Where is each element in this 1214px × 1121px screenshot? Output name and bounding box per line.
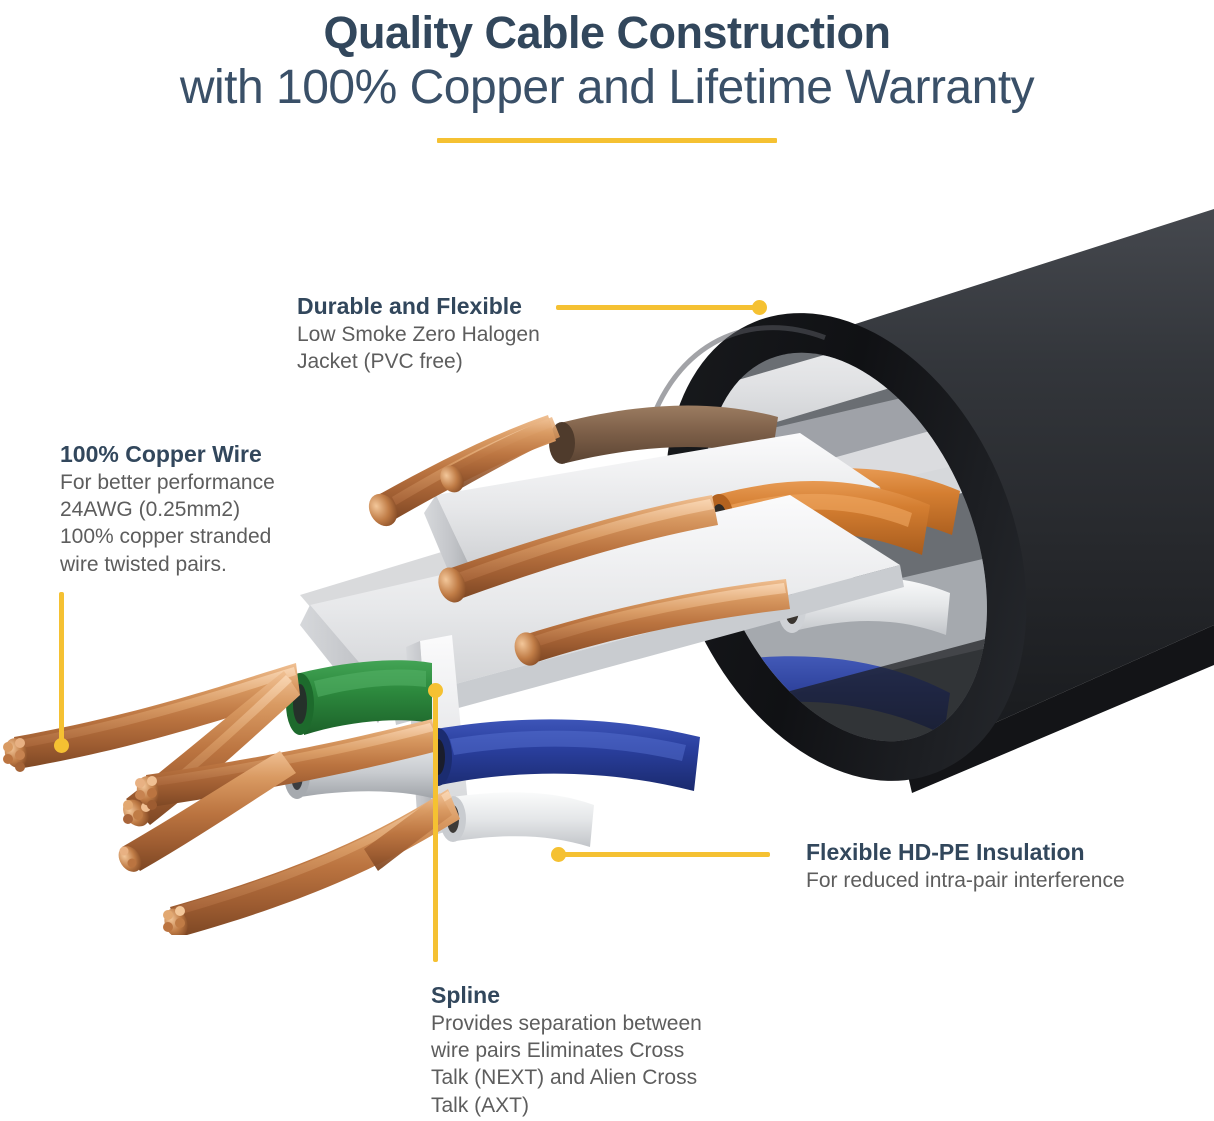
page-title-line1: Quality Cable Construction: [323, 7, 891, 58]
leader-dot-hdpe: [551, 847, 566, 862]
callout-body-line: Talk (NEXT) and Alien Cross: [431, 1066, 698, 1090]
callout-body-line: Provides separation between: [431, 1011, 702, 1035]
copper-bundle-j: [440, 417, 560, 493]
callout-hdpe-insulation: Flexible HD-PE Insulation For reduced in…: [806, 838, 1125, 894]
copper-bundle-d: [3, 663, 300, 772]
callout-heading: Spline: [431, 982, 501, 1008]
callout-body: For better performance 24AWG (0.25mm2) 1…: [60, 469, 275, 578]
callout-body-line: For reduced intra-pair interference: [806, 868, 1125, 892]
copper-strand-ends-d: [3, 738, 28, 772]
leader-dot-spline: [428, 683, 443, 698]
copper-strand-ends-g: [163, 906, 188, 935]
callout-body-line: 100% copper stranded: [60, 525, 272, 549]
leader-dot-copper: [54, 738, 69, 753]
callout-body: For reduced intra-pair interference: [806, 867, 1125, 894]
callout-heading: Flexible HD-PE Insulation: [806, 839, 1085, 865]
copper-bundle-c: [514, 579, 790, 666]
leader-dot-durable: [752, 300, 767, 315]
callout-body-line: wire pairs Eliminates Cross: [431, 1039, 685, 1063]
leader-line-hdpe: [560, 852, 770, 857]
copper-bundle-i: [364, 793, 452, 871]
leader-line-spline: [433, 690, 438, 962]
header: Quality Cable Construction with 100% Cop…: [0, 0, 1214, 144]
callout-body-line: Talk (AXT): [431, 1093, 530, 1117]
copper-bundle-h: [118, 751, 296, 872]
copper-strand-ends-f: [135, 776, 160, 810]
wire-white-blue: [440, 792, 594, 847]
callout-copper-wire: 100% Copper Wire For better performance …: [60, 440, 275, 578]
callout-body: Provides separation between wire pairs E…: [431, 1010, 702, 1119]
copper-bundle-g: [163, 789, 460, 935]
callout-spline: Spline Provides separation between wire …: [431, 981, 702, 1119]
leader-line-durable: [556, 305, 760, 310]
callout-heading: Durable and Flexible: [297, 293, 522, 319]
callout-heading: 100% Copper Wire: [60, 441, 262, 467]
copper-bundle-f: [135, 719, 438, 810]
callout-durable-and-flexible: Durable and Flexible Low Smoke Zero Halo…: [297, 292, 540, 375]
callout-body-line: Jacket (PVC free): [297, 350, 463, 374]
title-underline-rule: [437, 138, 777, 144]
cable-cutaway-illustration: [3, 209, 1214, 935]
wire-green: [286, 660, 432, 735]
callout-body-line: Low Smoke Zero Halogen: [297, 322, 540, 346]
leader-line-copper: [59, 592, 64, 748]
callout-body-line: wire twisted pairs.: [60, 552, 227, 576]
callout-body: Low Smoke Zero Halogen Jacket (PVC free): [297, 321, 540, 376]
copper-bundle-b: [438, 495, 718, 603]
copper-strand-ends-h: [118, 846, 142, 872]
wire-blue: [424, 719, 700, 791]
page-title-line2: with 100% Copper and Lifetime Warranty: [179, 61, 1035, 115]
callout-body-line: 24AWG (0.25mm2): [60, 498, 241, 522]
callout-body-line: For better performance: [60, 470, 275, 494]
